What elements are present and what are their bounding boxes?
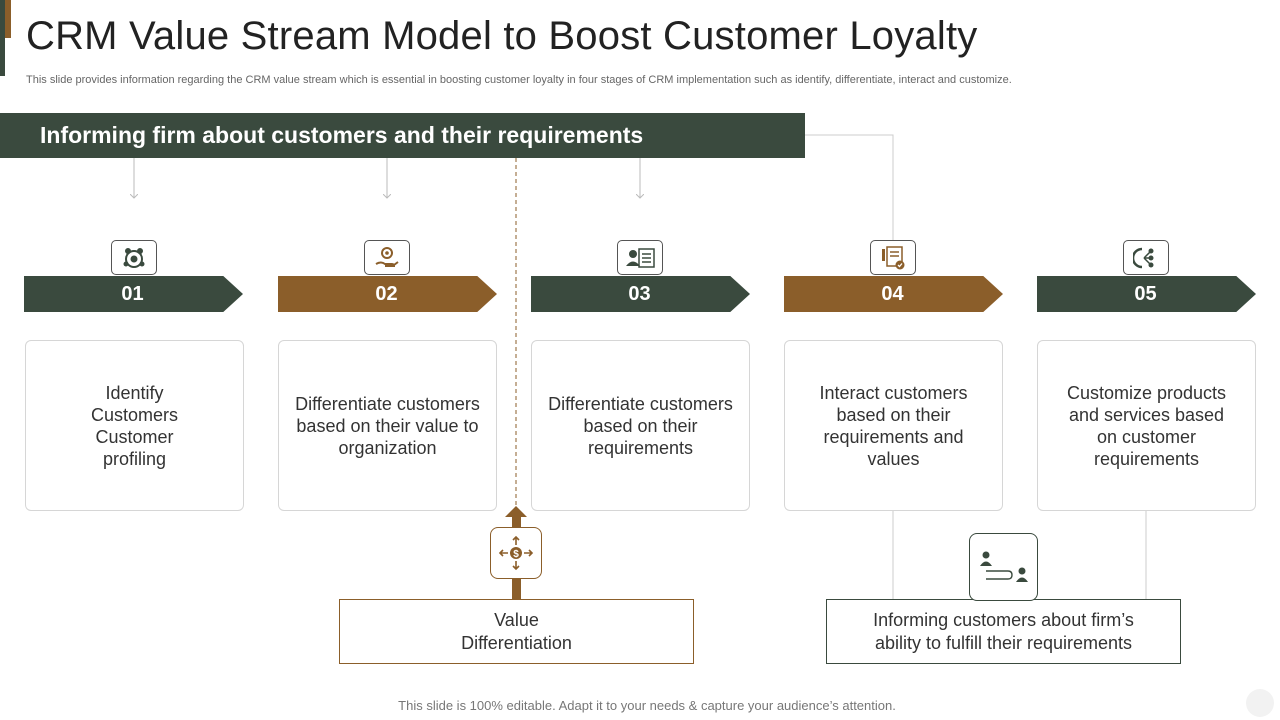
dollar-arrows-icon: $ [490,527,542,579]
checklist-icon [870,240,916,275]
team-globe-icon [111,240,157,275]
page-title: CRM Value Stream Model to Boost Customer… [26,14,978,58]
accent-bar-top [5,0,11,38]
informing-customers-box: Informing customers about firm’s ability… [826,599,1181,664]
accent-bar [0,0,5,76]
step-number: 05 [1134,282,1157,305]
step-card-05: Customize products and services based on… [1037,340,1256,511]
step-card-01: Identify Customers Customer profiling [25,340,244,511]
corner-circle [1246,689,1274,717]
step-card-04: Interact customers based on their requir… [784,340,1003,511]
step-number: 03 [628,282,651,305]
hand-gear-icon [364,240,410,275]
page-subtitle: This slide provides information regardin… [26,74,1012,86]
svg-text:$: $ [513,549,519,560]
step-number: 02 [375,282,398,305]
footer-note: This slide is 100% editable. Adapt it to… [398,698,896,713]
step-arrow-01: 01 [24,276,243,312]
value-differentiation-box: Value Differentiation [339,599,694,664]
step-arrow-03: 03 [531,276,750,312]
banner-text: Informing firm about customers and their… [40,122,644,148]
step-arrow-04: 04 [784,276,1003,312]
step-text: Differentiate customers based on their r… [548,393,733,458]
step-number: 04 [881,282,904,305]
value-differentiation-text: Value Differentiation [461,609,572,653]
header-banner: Informing firm about customers and their… [0,113,805,158]
step-text: Identify Customers Customer profiling [90,382,179,469]
step-text: Customize products and services based on… [1066,382,1227,469]
step-arrow-02: 02 [278,276,497,312]
network-nodes-icon [1123,240,1169,275]
profile-card-icon [617,240,663,275]
step-card-03: Differentiate customers based on their r… [531,340,750,511]
step-card-02: Differentiate customers based on their v… [278,340,497,511]
informing-customers-text: Informing customers about firm’s ability… [873,609,1134,653]
step-text: Interact customers based on their requir… [819,382,968,469]
people-connection-icon [969,533,1038,601]
step-number: 01 [121,282,144,305]
step-text: Differentiate customers based on their v… [295,393,480,458]
step-arrow-05: 05 [1037,276,1256,312]
